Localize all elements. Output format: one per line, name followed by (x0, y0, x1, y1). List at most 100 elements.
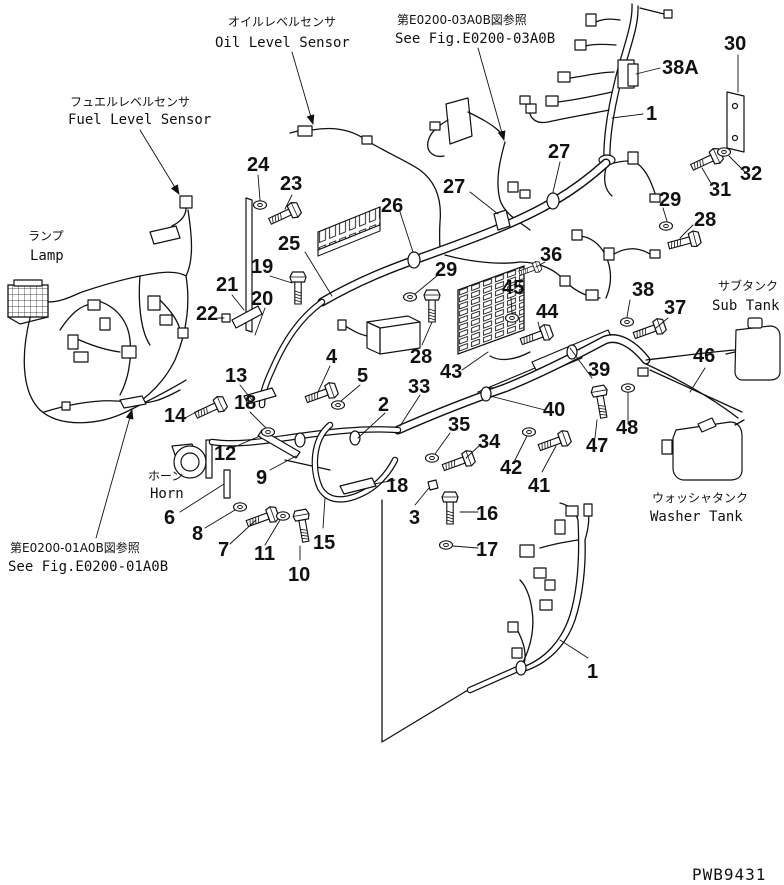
callout-39: 39 (588, 359, 610, 381)
callout-14: 14 (164, 405, 187, 427)
fuse-box-wire (489, 351, 531, 361)
washer-tank-label: Washer Tank (650, 509, 743, 525)
bolt-14 (192, 393, 230, 424)
callout-37: 37 (664, 297, 686, 319)
connector-block (317, 206, 381, 257)
washer-29 (402, 292, 418, 302)
lamp-jp: ランプ (28, 229, 64, 243)
wire-harness-lower (466, 502, 593, 694)
washer-tank-jp: ウォッシャタンク (652, 491, 748, 505)
harness-clamp (546, 192, 560, 210)
washer-18 (260, 427, 276, 437)
callout-48: 48 (616, 417, 638, 439)
callout-28: 28 (410, 346, 432, 368)
callout-42: 42 (500, 457, 522, 479)
harness-clamp (407, 251, 421, 269)
bolt-10 (291, 508, 315, 544)
callout-11: 11 (254, 543, 275, 565)
bolt-7 (243, 504, 281, 532)
washer-17 (438, 540, 454, 550)
bolt-28 (423, 289, 441, 323)
washer-42 (521, 427, 537, 437)
bolt-19 (289, 271, 307, 305)
callout-6: 6 (164, 507, 175, 529)
bracket-30 (726, 91, 745, 153)
notes: オイルレベルセンサ Oil Level Sensor 第E0200-03A0B図… (8, 12, 780, 575)
callout-24: 24 (247, 154, 270, 176)
ref-03a0b-label: See Fig.E0200-03A0B (395, 31, 555, 47)
washer-48 (620, 383, 636, 393)
callout-41: 41 (528, 475, 550, 497)
bolt-16 (441, 491, 459, 525)
callout-16: 16 (476, 503, 498, 525)
callout-5: 5 (357, 365, 368, 387)
callout-47: 47 (586, 435, 608, 457)
lamp (7, 279, 49, 325)
callout-8: 8 (192, 523, 203, 545)
callout-31: 31 (709, 179, 731, 201)
callout-1: 1 (646, 103, 657, 125)
washer-tank (661, 417, 745, 481)
reference-arrows (95, 47, 506, 539)
ref-03a0b-jp: 第E0200-03A0B図参照 (397, 12, 527, 27)
callouts: 30 38A 1 27 27 31 32 24 23 26 29 28 25 3… (164, 33, 762, 683)
callout-12: 12 (214, 443, 236, 465)
callout-30: 30 (724, 33, 746, 55)
ref-01a0b-jp: 第E0200-01A0B図参照 (10, 540, 140, 555)
lamp-harness (23, 271, 189, 424)
ref-03a0b-arrow (477, 47, 506, 141)
harness-tube-15 (257, 421, 439, 503)
bolt-47 (589, 384, 613, 420)
callout-23: 23 (280, 173, 302, 195)
ref-01a0b-arrow (95, 409, 134, 539)
fuse-box (457, 265, 525, 355)
fuel-level-sensor-label: Fuel Level Sensor (68, 112, 211, 128)
sub-tank (725, 317, 781, 381)
washer-5 (330, 400, 346, 410)
callout-19: 19 (251, 256, 273, 278)
washer-11 (275, 511, 291, 521)
callout-38: 38 (632, 279, 654, 301)
washers (232, 147, 732, 550)
harness-clamp (515, 660, 527, 676)
sub-tank-label: Sub Tank (712, 298, 780, 314)
horn-jp: ホーン (148, 469, 183, 483)
callout-18: 18 (234, 392, 256, 414)
callout-34: 34 (478, 431, 501, 453)
washer-35 (424, 453, 440, 463)
callout-9: 9 (256, 467, 267, 489)
callout-29: 29 (659, 189, 681, 211)
callout-3: 3 (409, 507, 420, 529)
callout-27: 27 (443, 176, 465, 198)
callout-26: 26 (381, 195, 403, 217)
oil-level-sensor-jp: オイルレベルセンサ (228, 15, 336, 29)
callout-20: 20 (251, 288, 273, 310)
washer-38 (619, 317, 635, 327)
callout-18: 18 (386, 475, 408, 497)
callout-13: 13 (225, 365, 247, 387)
callout-15: 15 (313, 532, 335, 554)
relay (337, 315, 421, 355)
callout-28: 28 (694, 209, 716, 231)
callout-38a: 38A (662, 57, 699, 79)
lower-harness-tube (393, 334, 743, 435)
washer-45 (504, 313, 520, 323)
horn-label: Horn (150, 486, 184, 502)
callout-43: 43 (440, 361, 462, 383)
harness-clamp (294, 432, 306, 448)
callout-46: 46 (693, 345, 715, 367)
harness-clamp (349, 430, 361, 446)
callout-36: 36 (540, 244, 562, 266)
fuel-level-sensor (149, 195, 193, 277)
bolt-37 (630, 316, 668, 344)
callout-44: 44 (536, 301, 559, 323)
callout-4: 4 (326, 346, 338, 368)
harness-clamp (566, 344, 578, 360)
routing-line (381, 499, 469, 743)
washer-8 (232, 502, 248, 512)
oil-level-sensor (289, 125, 442, 253)
fuel-level-sensor-jp: フュエルレベルセンサ (70, 95, 190, 109)
lamp-label: Lamp (30, 248, 64, 264)
sensor-bracket (427, 95, 531, 199)
